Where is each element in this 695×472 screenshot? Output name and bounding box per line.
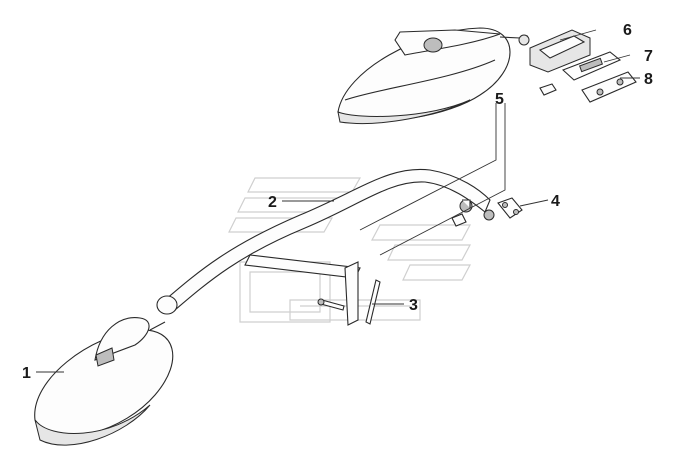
upper-mirror-part: [337, 27, 530, 124]
callout-3: 3: [409, 297, 418, 314]
callout-5: 5: [495, 91, 504, 108]
bolt-strap-part: [317, 279, 381, 325]
lower-mirror-part: [34, 317, 174, 446]
callout-6: 6: [623, 22, 632, 39]
callout-labels: 1 2 3 4 5 6 7 8: [22, 22, 653, 382]
upper-clamp-parts: [529, 29, 637, 103]
callout-8: 8: [644, 71, 653, 88]
bracket-part: [451, 197, 523, 227]
callout-1: 1: [22, 365, 31, 382]
callout-4: 4: [551, 193, 560, 210]
callout-2: 2: [268, 194, 277, 211]
leader-lines: [36, 29, 640, 373]
callout-7: 7: [644, 48, 653, 65]
